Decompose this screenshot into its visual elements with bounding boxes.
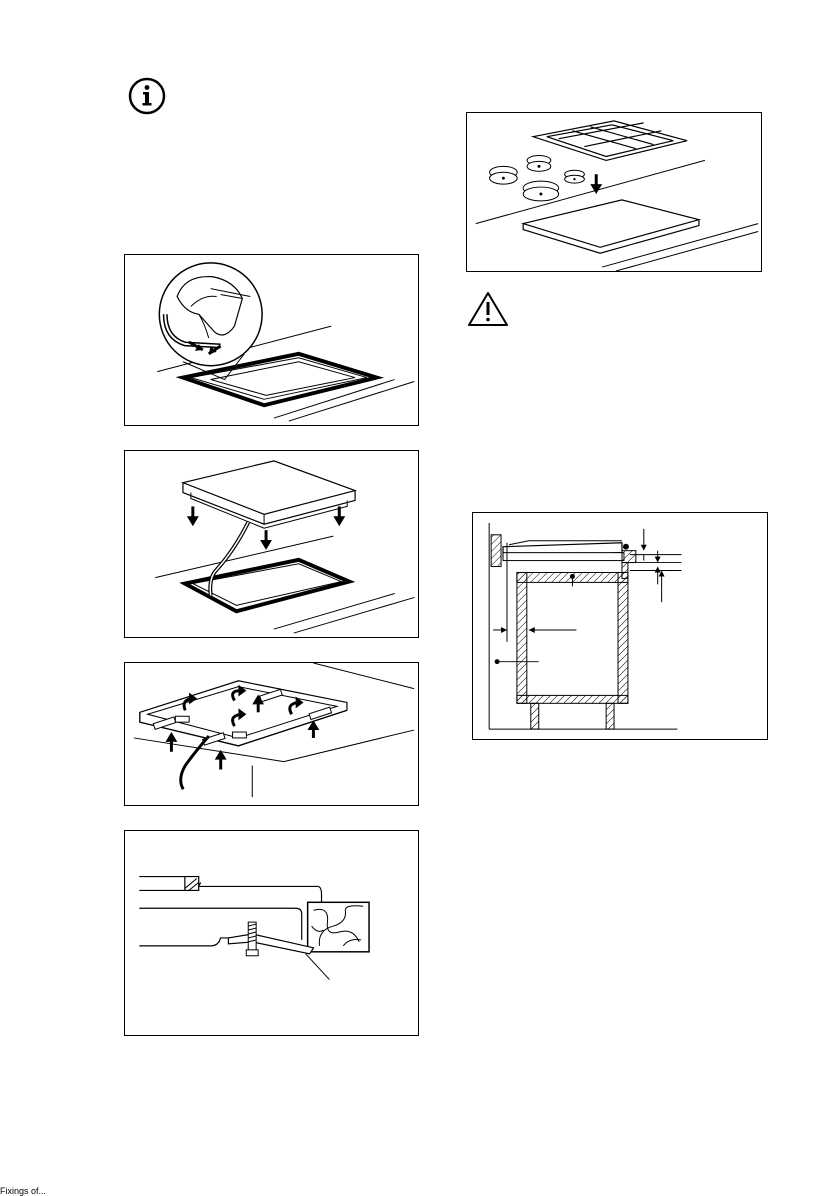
info-icon: [127, 76, 167, 116]
warning-triangle-icon: [466, 290, 510, 328]
figure-lower-hob: [124, 450, 419, 638]
page-footer-text: Fixings of...: [0, 1186, 46, 1196]
figure-brackets-underside: [124, 662, 419, 806]
figure-cabinet-section: [472, 512, 768, 740]
figure-hob-components: [466, 112, 762, 272]
figure-sealing-strip: [124, 254, 419, 426]
figure-bracket-detail: [124, 830, 419, 1036]
